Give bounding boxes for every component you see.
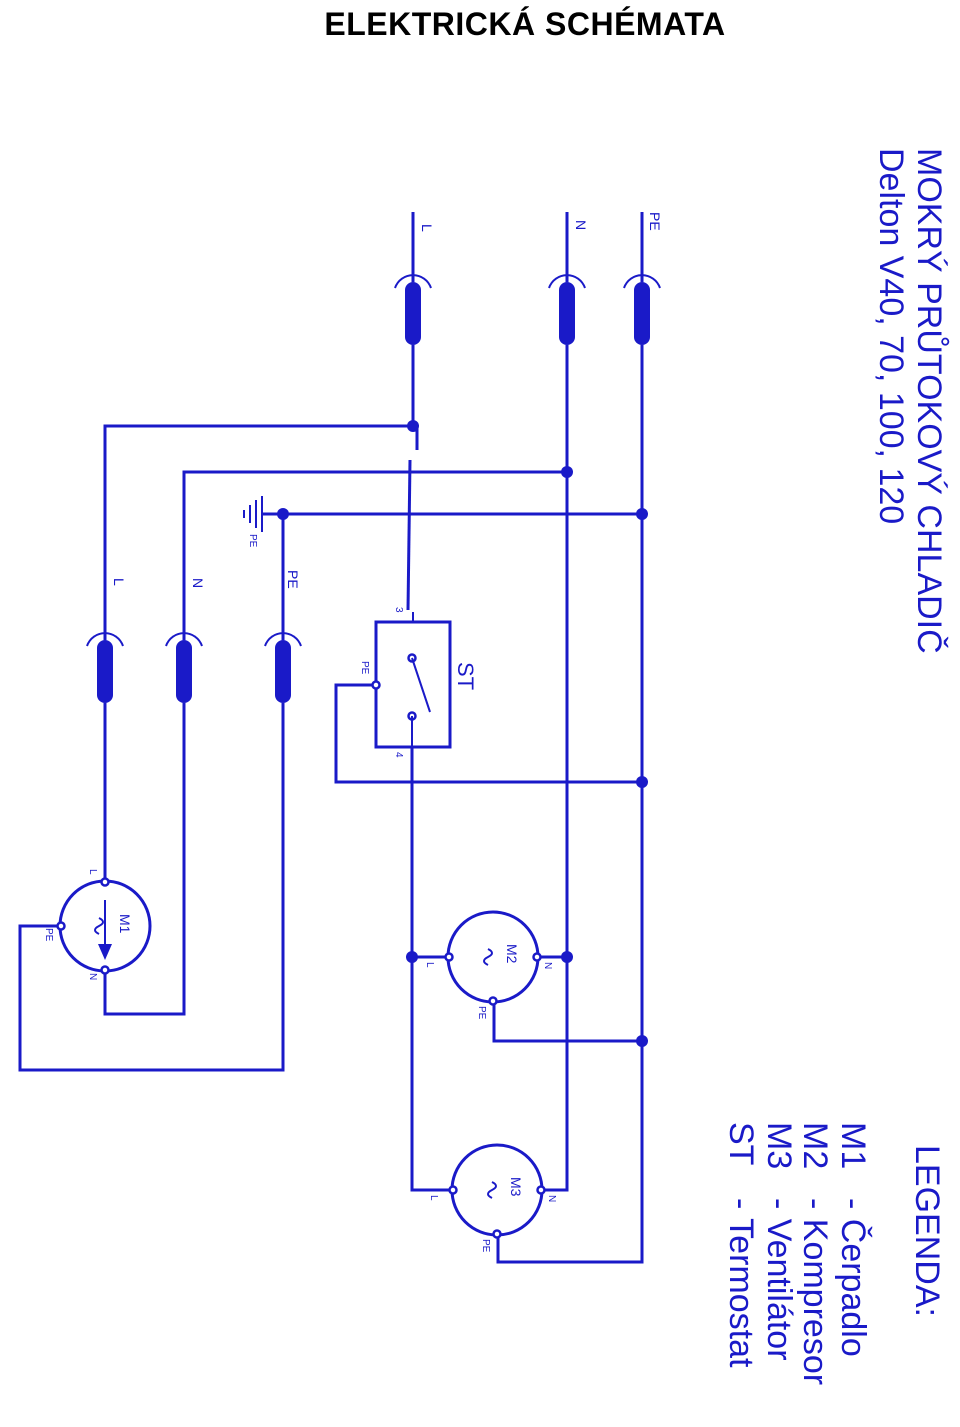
legend-code-m2: M2 bbox=[796, 1122, 834, 1169]
legend-desc-m1: - Čerpadlo bbox=[834, 1198, 872, 1357]
legend-code-m3: M3 bbox=[760, 1122, 798, 1169]
supply-connectors bbox=[394, 274, 661, 345]
thermostat-pin-3: 3 bbox=[393, 607, 404, 613]
supply-label-pe: PE bbox=[647, 212, 663, 231]
legend: LEGENDA: M1 - Čerpadlo M2 - Kompresor M3… bbox=[722, 1122, 946, 1385]
motor-m1-pin-pe: PE bbox=[43, 928, 54, 942]
supply-label-l: L bbox=[419, 224, 435, 232]
motor-m3-name: M3 bbox=[508, 1177, 524, 1197]
motor-m1-pin-n: N bbox=[87, 973, 98, 980]
legend-heading: LEGENDA: bbox=[908, 1145, 946, 1317]
diagram-title-line2: Delton V40, 70, 100, 120 bbox=[872, 148, 910, 524]
junction-dots bbox=[277, 420, 648, 1047]
motor-m3-pin-pe: PE bbox=[480, 1239, 491, 1253]
motor-m2-pin-n: N bbox=[542, 962, 553, 969]
supply-labels: L N PE bbox=[419, 212, 663, 232]
motor-m1-pin-l: L bbox=[87, 869, 98, 875]
supply-label-n: N bbox=[573, 220, 589, 230]
diagram-title-line1: MOKRÝ PRŮTOKOVÝ CHLADIČ bbox=[910, 148, 949, 654]
thermostat-pin-pe: PE bbox=[359, 661, 370, 675]
legend-code-st: ST bbox=[722, 1122, 760, 1165]
diagram-title: MOKRÝ PRŮTOKOVÝ CHLADIČ Delton V40, 70, … bbox=[872, 148, 949, 654]
motor-m1-name: M1 bbox=[117, 914, 133, 934]
page-title: ELEKTRICKÁ SCHÉMATA bbox=[324, 6, 726, 42]
output-connectors bbox=[86, 632, 302, 703]
legend-desc-m3: - Ventilátor bbox=[760, 1198, 798, 1361]
ground-icon bbox=[243, 496, 263, 532]
motor-m2-pin-l: L bbox=[424, 962, 435, 968]
motor-m2-pin-pe: PE bbox=[476, 1006, 487, 1020]
output-label-pe: PE bbox=[285, 570, 301, 589]
thermostat-name: ST bbox=[453, 662, 478, 690]
motor-m3-pin-n: N bbox=[546, 1195, 557, 1202]
motor-m1 bbox=[56, 877, 152, 975]
output-labels: L N PE PE bbox=[111, 534, 301, 589]
motor-m3 bbox=[448, 1143, 546, 1239]
output-label-l: L bbox=[111, 578, 127, 586]
motor-labels: M1 L N PE M2 L N PE M3 L N PE bbox=[43, 869, 557, 1253]
thermostat-pin-4: 4 bbox=[393, 752, 404, 758]
legend-desc-m2: - Kompresor bbox=[796, 1198, 834, 1385]
ground-label: PE bbox=[247, 534, 258, 548]
thermostat-st bbox=[371, 612, 452, 749]
thermostat-labels: ST 3 4 PE bbox=[359, 607, 478, 758]
wires bbox=[18, 212, 644, 1264]
output-label-n: N bbox=[190, 578, 206, 588]
motor-m2 bbox=[444, 910, 542, 1006]
motor-m2-name: M2 bbox=[504, 944, 520, 964]
legend-desc-st: - Termostat bbox=[722, 1198, 760, 1368]
motor-m3-pin-l: L bbox=[428, 1195, 439, 1201]
legend-code-m1: M1 bbox=[834, 1122, 872, 1169]
